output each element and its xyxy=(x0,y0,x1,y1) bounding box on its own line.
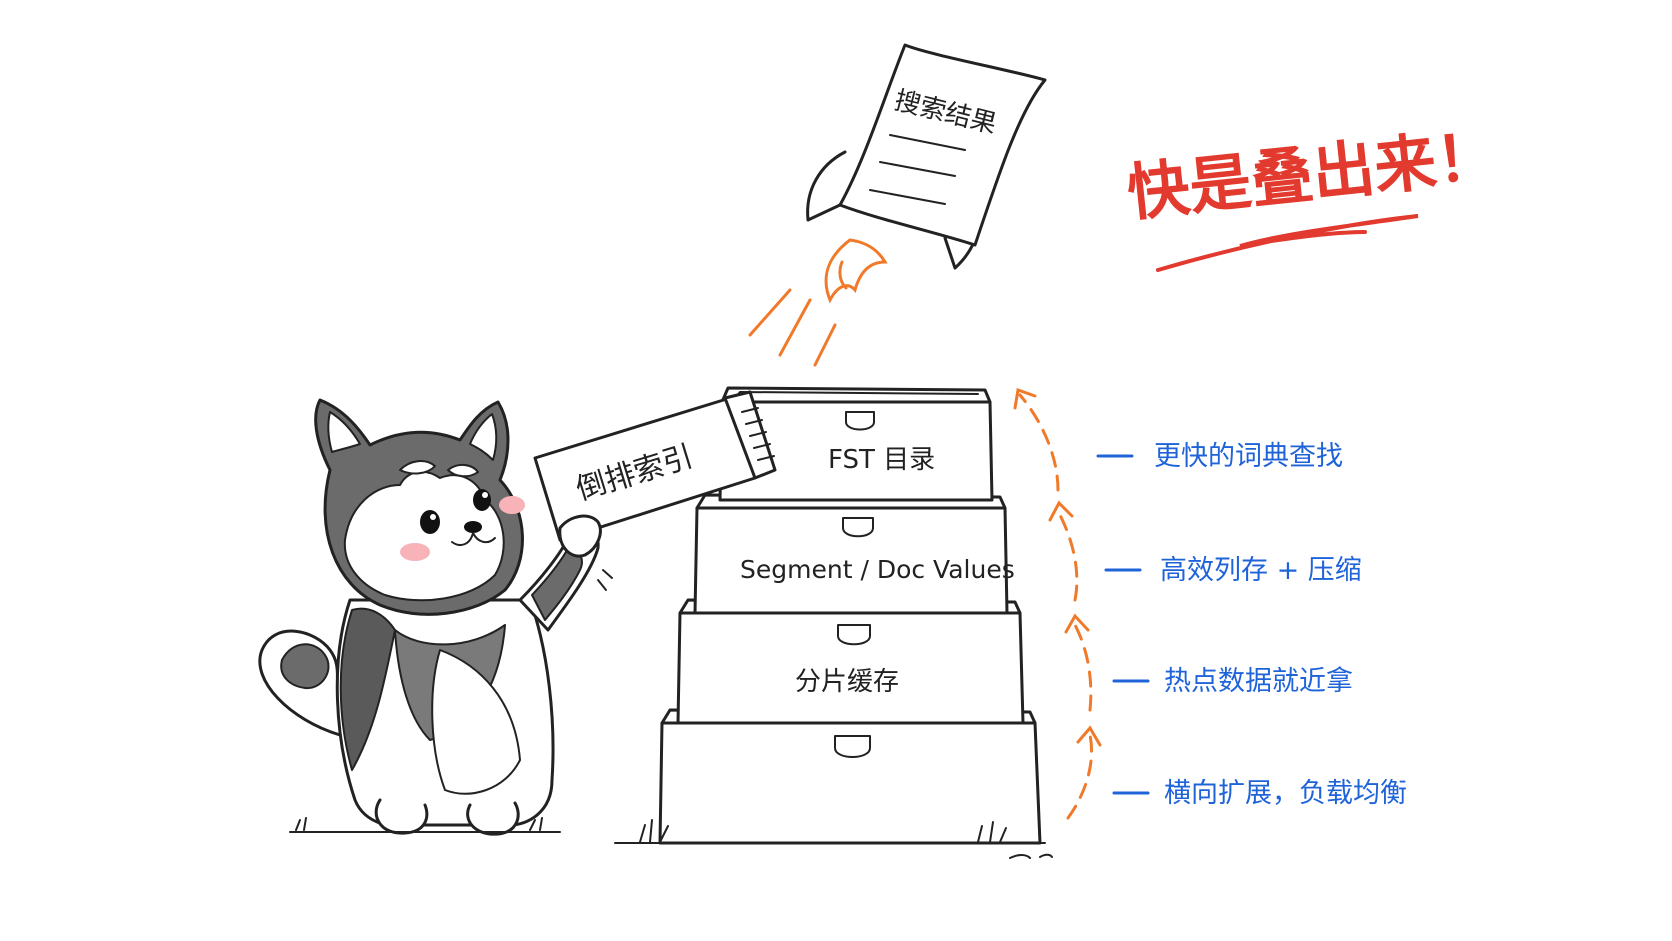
note-1: 更快的词典查找 xyxy=(1096,441,1343,472)
husky-blush-left xyxy=(400,543,430,561)
layer-label-2: Segment / Doc Values xyxy=(740,555,1015,584)
note-3: 热点数据就近拿 xyxy=(1112,666,1353,697)
inverted-index-card: 倒排索引 xyxy=(533,390,777,558)
note-text-1: 更快的词典查找 xyxy=(1154,441,1343,472)
layer-box-3: 分片缓存 xyxy=(676,598,1025,725)
note-text-3: 热点数据就近拿 xyxy=(1164,666,1353,697)
note-text-4: 横向扩展，负载均衡 xyxy=(1164,778,1407,809)
slogan: 快是叠出来！ xyxy=(1124,118,1502,272)
growth-arrows xyxy=(1018,393,1094,820)
layer-label-3: 分片缓存 xyxy=(795,667,899,697)
husky-eye-right xyxy=(473,489,491,511)
layer-box-4 xyxy=(658,708,1042,845)
husky-mascot xyxy=(258,398,613,836)
note-2: 高效列存 + 压缩 xyxy=(1104,555,1362,586)
husky-blush-right xyxy=(499,496,525,514)
note-text-2: 高效列存 + 压缩 xyxy=(1160,555,1362,586)
slogan-underline xyxy=(1156,214,1419,272)
box-stack: 分片缓存 Segment / Doc Values FST 目录 xyxy=(614,386,1053,859)
growth-arrow-heads xyxy=(1013,387,1102,747)
layer-label-1: FST 目录 xyxy=(828,445,935,475)
husky-nose xyxy=(464,521,482,533)
husky-eye-left xyxy=(420,510,440,534)
note-4: 横向扩展，负载均衡 xyxy=(1112,778,1407,809)
layer-notes: 更快的词典查找 高效列存 + 压缩 热点数据就近拿 横向扩展，负载均衡 xyxy=(1096,441,1407,809)
slogan-text: 快是叠出来！ xyxy=(1124,118,1502,229)
rocket-flame xyxy=(824,238,888,304)
layer-box-2: Segment / Doc Values xyxy=(693,493,1015,615)
rocket-paper: 搜索结果 xyxy=(748,43,1047,367)
layer-box-1: FST 目录 xyxy=(718,386,994,502)
rocket-trail xyxy=(748,288,837,367)
grass-tufts xyxy=(614,819,1053,859)
